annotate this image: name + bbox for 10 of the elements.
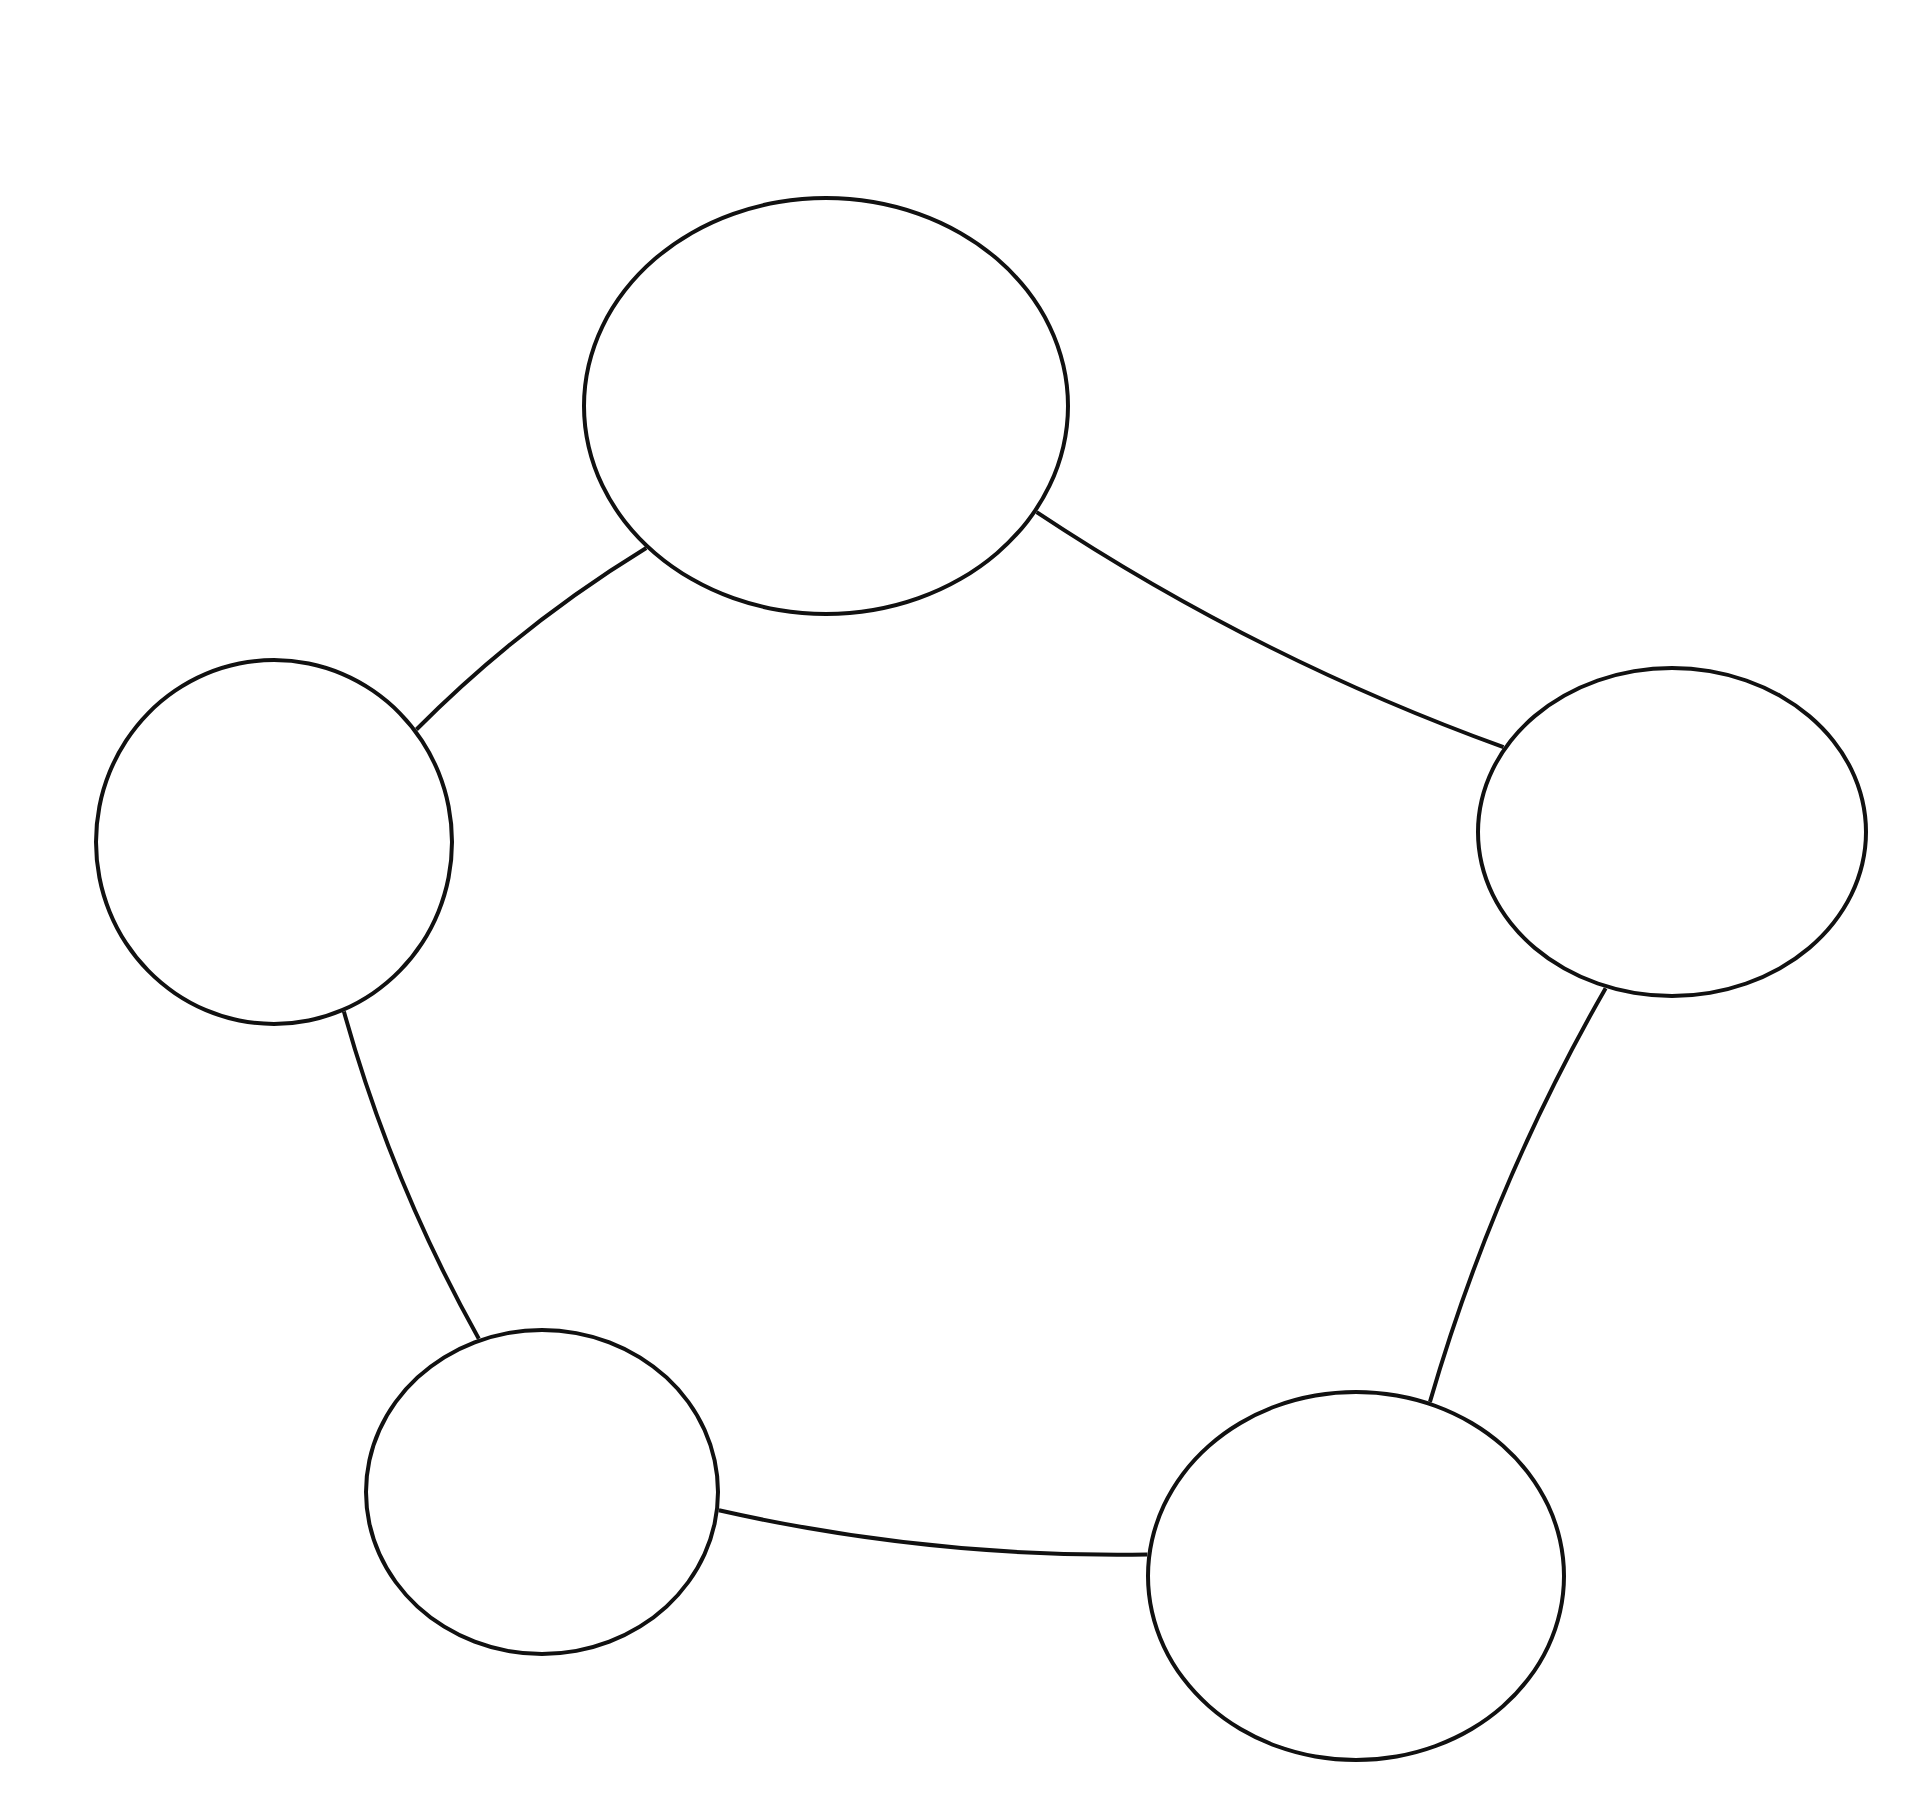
connector-line bbox=[1428, 987, 1608, 1403]
connector-line bbox=[342, 1011, 481, 1340]
circle-node bbox=[1476, 666, 1868, 998]
circle-node bbox=[1146, 1390, 1566, 1762]
connector-line bbox=[718, 1508, 1148, 1557]
circle-node bbox=[582, 196, 1070, 616]
circle-node bbox=[364, 1328, 720, 1656]
connector-line bbox=[415, 546, 648, 731]
connector-line bbox=[1035, 510, 1505, 750]
circle-node bbox=[94, 658, 454, 1026]
